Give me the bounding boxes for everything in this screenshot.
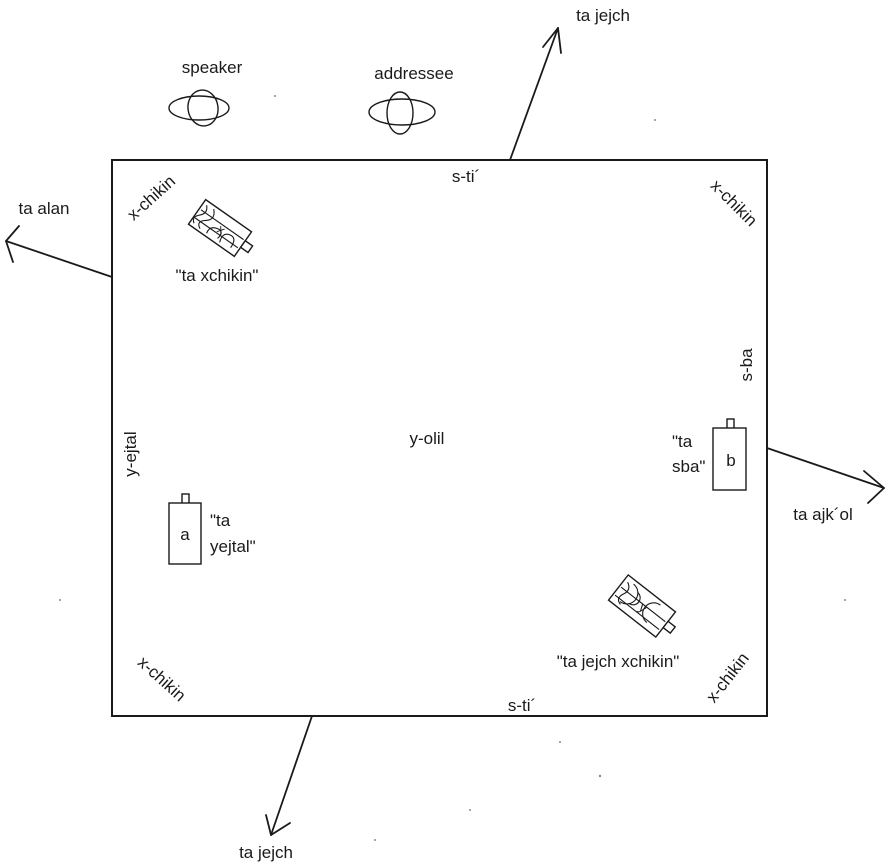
center-label: y-olil bbox=[410, 429, 445, 448]
addressee-label: addressee bbox=[374, 64, 453, 83]
object-a-letter: a bbox=[180, 525, 190, 544]
arrow-left-icon bbox=[6, 226, 112, 277]
arrow-down-left-icon bbox=[266, 716, 312, 835]
speaker-eye-icon bbox=[169, 88, 229, 128]
object-b-caption-line2: sba" bbox=[672, 457, 705, 476]
object-a: a bbox=[169, 494, 201, 564]
edge-top-label: s-ti´ bbox=[452, 167, 480, 186]
direction-bottom-label: ta jejch bbox=[239, 843, 293, 862]
object-a-caption-line2: yejtal" bbox=[210, 537, 256, 556]
arrow-up-right-icon bbox=[510, 28, 561, 160]
speaker-label: speaker bbox=[182, 58, 243, 77]
edge-left-label: y-ejtal bbox=[121, 431, 140, 476]
addressee-eye-icon bbox=[369, 92, 435, 134]
direction-left-label: ta alan bbox=[18, 199, 69, 218]
direction-right-label: ta ajk´ol bbox=[793, 505, 853, 524]
arrow-right-icon bbox=[767, 448, 884, 503]
object-b-letter: b bbox=[726, 451, 735, 470]
object-a-caption-line1: "ta bbox=[210, 511, 231, 530]
edge-right-label: s-ba bbox=[737, 348, 756, 382]
object-b: b bbox=[713, 419, 746, 490]
direction-top-label: ta jejch bbox=[576, 6, 630, 25]
object-x-caption: "ta xchikin" bbox=[176, 266, 259, 285]
edge-bottom-label: s-ti´ bbox=[508, 696, 536, 715]
object-b-caption-line1: "ta bbox=[672, 432, 693, 451]
object-y-caption: "ta jejch xchikin" bbox=[557, 652, 680, 671]
